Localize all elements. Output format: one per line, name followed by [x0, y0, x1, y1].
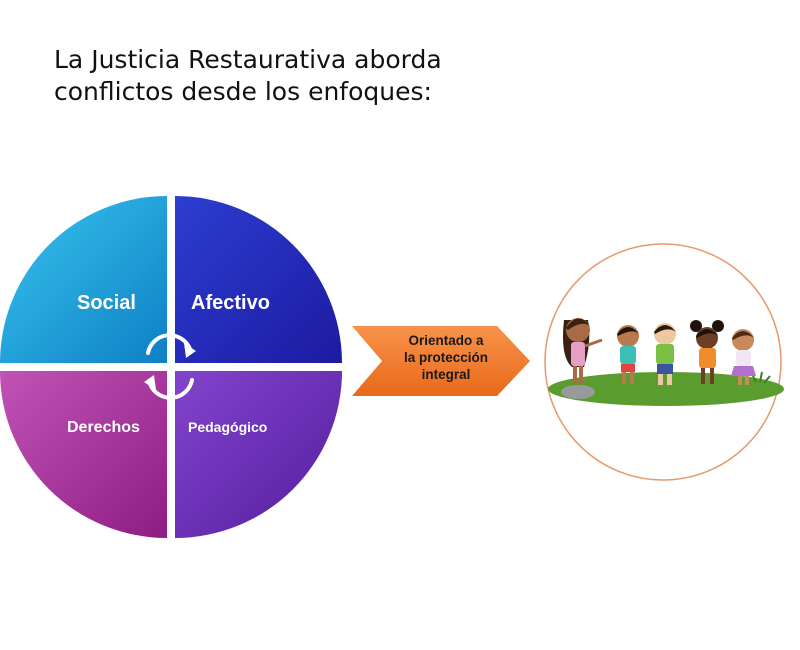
quadrant-afectivo — [175, 196, 342, 363]
arrow-label: Orientado a la protección integral — [388, 332, 504, 383]
child-girl-1 — [563, 318, 603, 384]
label-social: Social — [77, 292, 136, 314]
arrow-line-3: integral — [421, 367, 471, 382]
cycle-arrows-icon — [146, 333, 194, 400]
slide-title: La Justicia Restaurativa aborda conflict… — [54, 44, 534, 108]
rock — [561, 385, 595, 399]
quadrant-derechos — [0, 371, 167, 538]
child-boy-1 — [617, 325, 639, 384]
label-derechos: Derechos — [67, 419, 140, 436]
chevron-arrow — [352, 326, 530, 396]
cycle-diagram — [0, 196, 342, 538]
grass-ground — [548, 372, 784, 406]
arrow-line-1: Orientado a — [408, 333, 484, 348]
quadrant-social — [0, 196, 167, 363]
children-playing-illustration — [544, 243, 784, 481]
label-afectivo: Afectivo — [191, 292, 270, 314]
title-line-1: La Justicia Restaurativa aborda — [54, 45, 442, 74]
cycle-arrowhead-left — [144, 375, 156, 390]
cycle-arrowhead-right — [184, 343, 196, 358]
child-girl-2 — [690, 320, 724, 384]
label-pedagogico: Pedagógico — [188, 419, 268, 435]
arrow-line-2: la protección — [403, 350, 489, 365]
quadrant-pedagogico — [175, 371, 342, 538]
title-line-2: conflictos desde los enfoques: — [54, 77, 432, 106]
child-girl-3 — [731, 329, 756, 385]
child-boy-2 — [654, 323, 676, 385]
